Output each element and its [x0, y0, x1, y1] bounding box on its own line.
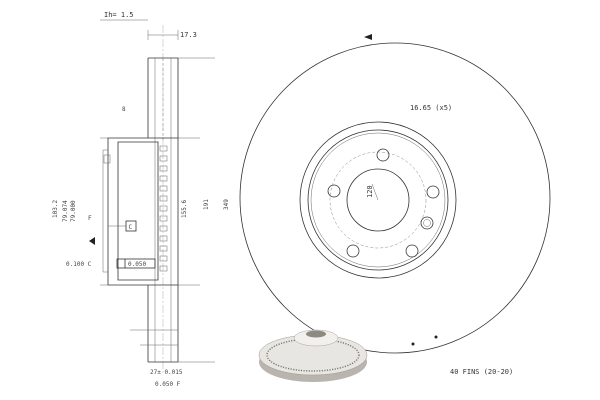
outer-dia-label: 349 [223, 199, 230, 210]
outer-disc-circle [239, 42, 551, 354]
triangle-arrow-icon [364, 34, 372, 40]
rotor-render-hub [293, 329, 339, 347]
bottom-dim-2: 0.050 F [155, 381, 181, 388]
vent-dia-label: 191 [203, 199, 210, 210]
dim-left-1: 103.2 [52, 200, 59, 218]
hub-dia-label: 155.6 [181, 200, 188, 218]
section-view: C 0.050 0.100 C Ih= 1.5 17.3 8 F 103.2 7… [52, 11, 230, 388]
datum-label: C [129, 224, 133, 231]
hub-step [103, 154, 111, 164]
bolt-hole [426, 185, 440, 199]
bolt-hole [327, 184, 341, 198]
fins-label: 40 FINS (20-20) [450, 368, 513, 376]
vent-channel-lines [154, 58, 172, 362]
outer-dim-extension [178, 57, 215, 363]
dot-mark [411, 342, 415, 346]
center-bore [346, 168, 410, 232]
tolerance-value: 0.050 [128, 261, 146, 268]
bolt-hole [346, 244, 360, 258]
bolt-holes-label: 16.65 (x5) [410, 104, 452, 112]
bolt-hole [405, 244, 419, 258]
datum-triangle-icon [89, 237, 95, 245]
small-mark-label: 8 [122, 106, 126, 113]
top-thickness-label: Ih= 1.5 [104, 11, 134, 19]
left-dim-extension [100, 137, 108, 286]
hub-inner-circle [310, 132, 446, 268]
pcd-label: 120 [366, 185, 374, 198]
tolerance-left: 0.100 C [66, 261, 92, 268]
rotor-render-bore [306, 330, 326, 338]
dim-left-3: 79.000 [70, 200, 77, 222]
hub-outer-circle [299, 121, 457, 279]
locating-hole [420, 216, 434, 230]
rotor-render [258, 329, 368, 382]
top-width-dim-line [147, 30, 179, 40]
hub-flange [102, 149, 108, 273]
cooling-fins-column [159, 145, 168, 272]
bottom-dim-1: 27± 0.015 [150, 369, 183, 376]
datum-mark-label: F [88, 215, 92, 222]
dim-left-2: 79.074 [62, 200, 69, 222]
bolt-hole [376, 148, 390, 162]
bottom-dim-leader [130, 329, 178, 346]
friction-ring-bottom [147, 285, 179, 363]
dot-mark [434, 335, 438, 339]
pcd-leader [371, 183, 379, 201]
top-width-label: 17.3 [180, 31, 197, 39]
hub-step-circle [307, 129, 449, 271]
hub-inner-wall [117, 141, 159, 281]
right-dim-extension [178, 137, 200, 286]
tolerance-frame [116, 258, 156, 269]
front-view: 16.65 (x5) 120 40 FINS (20-20) [239, 34, 551, 376]
